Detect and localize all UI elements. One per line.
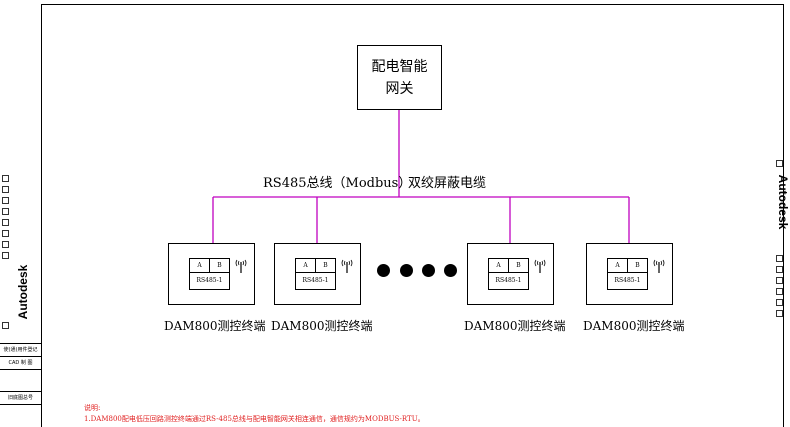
checkbox-square: [2, 230, 9, 237]
rs485-port-block: A B RS485-1: [488, 258, 529, 290]
checkbox-square: [776, 277, 783, 284]
checkbox-square: [2, 208, 9, 215]
checkbox-square: [776, 266, 783, 273]
checkbox-square: [2, 252, 9, 259]
checkbox-square: [2, 186, 9, 193]
rs485-port-block: A B RS485-1: [607, 258, 648, 290]
rs485-port-block: A B RS485-1: [295, 258, 336, 290]
antenna-icon: [653, 259, 665, 273]
ellipsis-dot: [444, 264, 457, 277]
checkbox-square: [776, 299, 783, 306]
frame-top-border: [41, 4, 783, 5]
ellipsis-dot: [422, 264, 435, 277]
gateway-label-line1: 配电智能: [371, 58, 428, 75]
port-a-cell: A: [190, 259, 210, 273]
cad-cell: CAD 制 图: [0, 356, 41, 369]
antenna-icon: [235, 259, 247, 273]
checkbox-square: [776, 255, 783, 262]
terminal-label: DAM800测控终端: [164, 319, 266, 333]
notes-line-1: 1.DAM800配电低压回路测控终端通过RS-485总线与配电智能网关相连通信，…: [84, 415, 425, 423]
frame-left-border: [41, 4, 42, 427]
port-b-cell: B: [628, 259, 647, 273]
terminal-box: A B RS485-1: [467, 243, 554, 305]
rs485-port-block: A B RS485-1: [189, 258, 230, 290]
port-b-cell: B: [316, 259, 335, 273]
checkbox-square: [776, 310, 783, 317]
port-b-cell: B: [509, 259, 528, 273]
checkbox-square: [2, 175, 9, 182]
antenna-icon: [341, 259, 353, 273]
port-a-cell: A: [608, 259, 628, 273]
registry-cell: 使(通)用件登记: [0, 343, 41, 356]
port-a-cell: A: [489, 259, 509, 273]
checkbox-square: [776, 288, 783, 295]
terminal-label: DAM800测控终端: [464, 319, 566, 333]
title-block-strip: Autodesk 使(通)用件登记 CAD 制 图 旧底图总号: [0, 0, 42, 427]
terminal-label: DAM800测控终端: [583, 319, 685, 333]
cable-type-label: 双绞屏蔽电缆: [408, 176, 487, 191]
port-name-cell: RS485-1: [196, 277, 223, 284]
frame-right-border: [783, 4, 784, 427]
ellipsis-dot: [400, 264, 413, 277]
terminal-box: A B RS485-1: [274, 243, 361, 305]
checkbox-square: [2, 241, 9, 248]
checkbox-square: [2, 197, 9, 204]
terminal-box: A B RS485-1: [586, 243, 673, 305]
terminal-label: DAM800测控终端: [271, 319, 373, 333]
port-name-cell: RS485-1: [495, 277, 522, 284]
bus-protocol-label: RS485总线（Modbus）: [263, 176, 412, 191]
checkbox-square: [2, 219, 9, 226]
gateway-label-line2: 网关: [385, 80, 414, 97]
old-drawing-cell: 旧底图总号: [0, 391, 41, 404]
ellipsis-dot: [377, 264, 390, 277]
blank-cell: [0, 404, 41, 417]
notes-title: 说明:: [84, 404, 101, 412]
checkbox-square: [776, 160, 783, 167]
port-name-cell: RS485-1: [302, 277, 329, 284]
port-b-cell: B: [210, 259, 229, 273]
checkbox-square: [2, 322, 9, 329]
smart-gateway-box: 配电智能 网关: [357, 45, 442, 110]
port-a-cell: A: [296, 259, 316, 273]
port-name-cell: RS485-1: [614, 277, 641, 284]
terminal-box: A B RS485-1: [168, 243, 255, 305]
antenna-icon: [534, 259, 546, 273]
blank-cell: [0, 369, 41, 382]
